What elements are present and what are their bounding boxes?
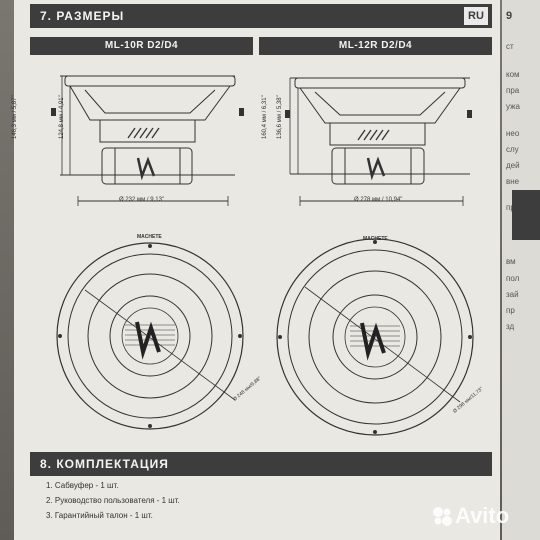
next-manual-page	[502, 0, 540, 540]
section8-header: 8. КОМПЛЕКТАЦИЯ	[30, 452, 492, 476]
next-page-text: ст	[506, 42, 514, 51]
logo-mark	[136, 156, 156, 181]
next-page-text: зай	[506, 290, 519, 299]
avito-text: Avito	[455, 503, 510, 528]
list-item: 1. Сабвуфер - 1 шт.	[46, 481, 119, 490]
next-page-text: пр	[506, 203, 515, 212]
next-page-text: пол	[506, 274, 520, 283]
next-page-text: ужа	[506, 102, 520, 111]
left-height-mount: 124,8 мм / 4,91"	[59, 95, 65, 139]
list-item: 3. Гарантийный талон - 1 шт.	[46, 511, 153, 520]
left-side-drawing	[51, 75, 244, 206]
next-page-text: пр	[506, 306, 515, 315]
next-page-text: нео	[506, 129, 520, 138]
left-height-total: 146,3 мм / 5,87"	[12, 95, 18, 139]
next-page-dark-block	[512, 190, 540, 240]
center-logo	[135, 321, 161, 360]
section7-title: 7. РАЗМЕРЫ	[40, 9, 125, 23]
section8-title: 8. КОМПЛЕКТАЦИЯ	[40, 457, 169, 471]
left-model-header: ML-10R D2/D4	[30, 37, 253, 55]
avito-watermark: Avito	[432, 503, 509, 529]
next-page-text: зд	[506, 322, 515, 331]
right-rim-brand: MACHETE	[363, 236, 388, 242]
list-item: 2. Руководство пользователя - 1 шт.	[46, 496, 180, 505]
right-side-drawing	[285, 77, 472, 206]
package-list: 1. Сабвуфер - 1 шт. 2. Руководство польз…	[46, 478, 180, 523]
left-diameter-label: Ø 232 мм / 9,13"	[119, 197, 165, 203]
next-page-text: ком	[506, 70, 520, 79]
right-top-drawing	[276, 238, 474, 436]
left-top-drawing	[56, 242, 244, 430]
section7-header: 7. РАЗМЕРЫ RU	[30, 4, 492, 28]
center-logo-2	[360, 322, 386, 361]
right-diameter-label: Ø 278 мм / 10,94"	[354, 197, 403, 203]
language-badge: RU	[464, 7, 488, 25]
next-page-text: слу	[506, 145, 519, 154]
avito-logo-icon	[433, 507, 452, 526]
left-rim-brand: MACHETE	[137, 234, 162, 240]
right-height-total: 160,4 мм / 6,31"	[262, 95, 268, 139]
next-page-text: дей	[506, 161, 520, 170]
next-page-text: вм	[506, 257, 516, 266]
logo-mark-2	[366, 156, 386, 181]
next-page-text: пра	[506, 86, 520, 95]
right-height-mount: 136,6 мм / 5,38"	[277, 95, 283, 139]
next-page-text: 9	[506, 10, 513, 22]
manual-page	[14, 0, 500, 540]
right-model-header: ML-12R D2/D4	[259, 37, 492, 55]
next-page-text: вне	[506, 177, 520, 186]
